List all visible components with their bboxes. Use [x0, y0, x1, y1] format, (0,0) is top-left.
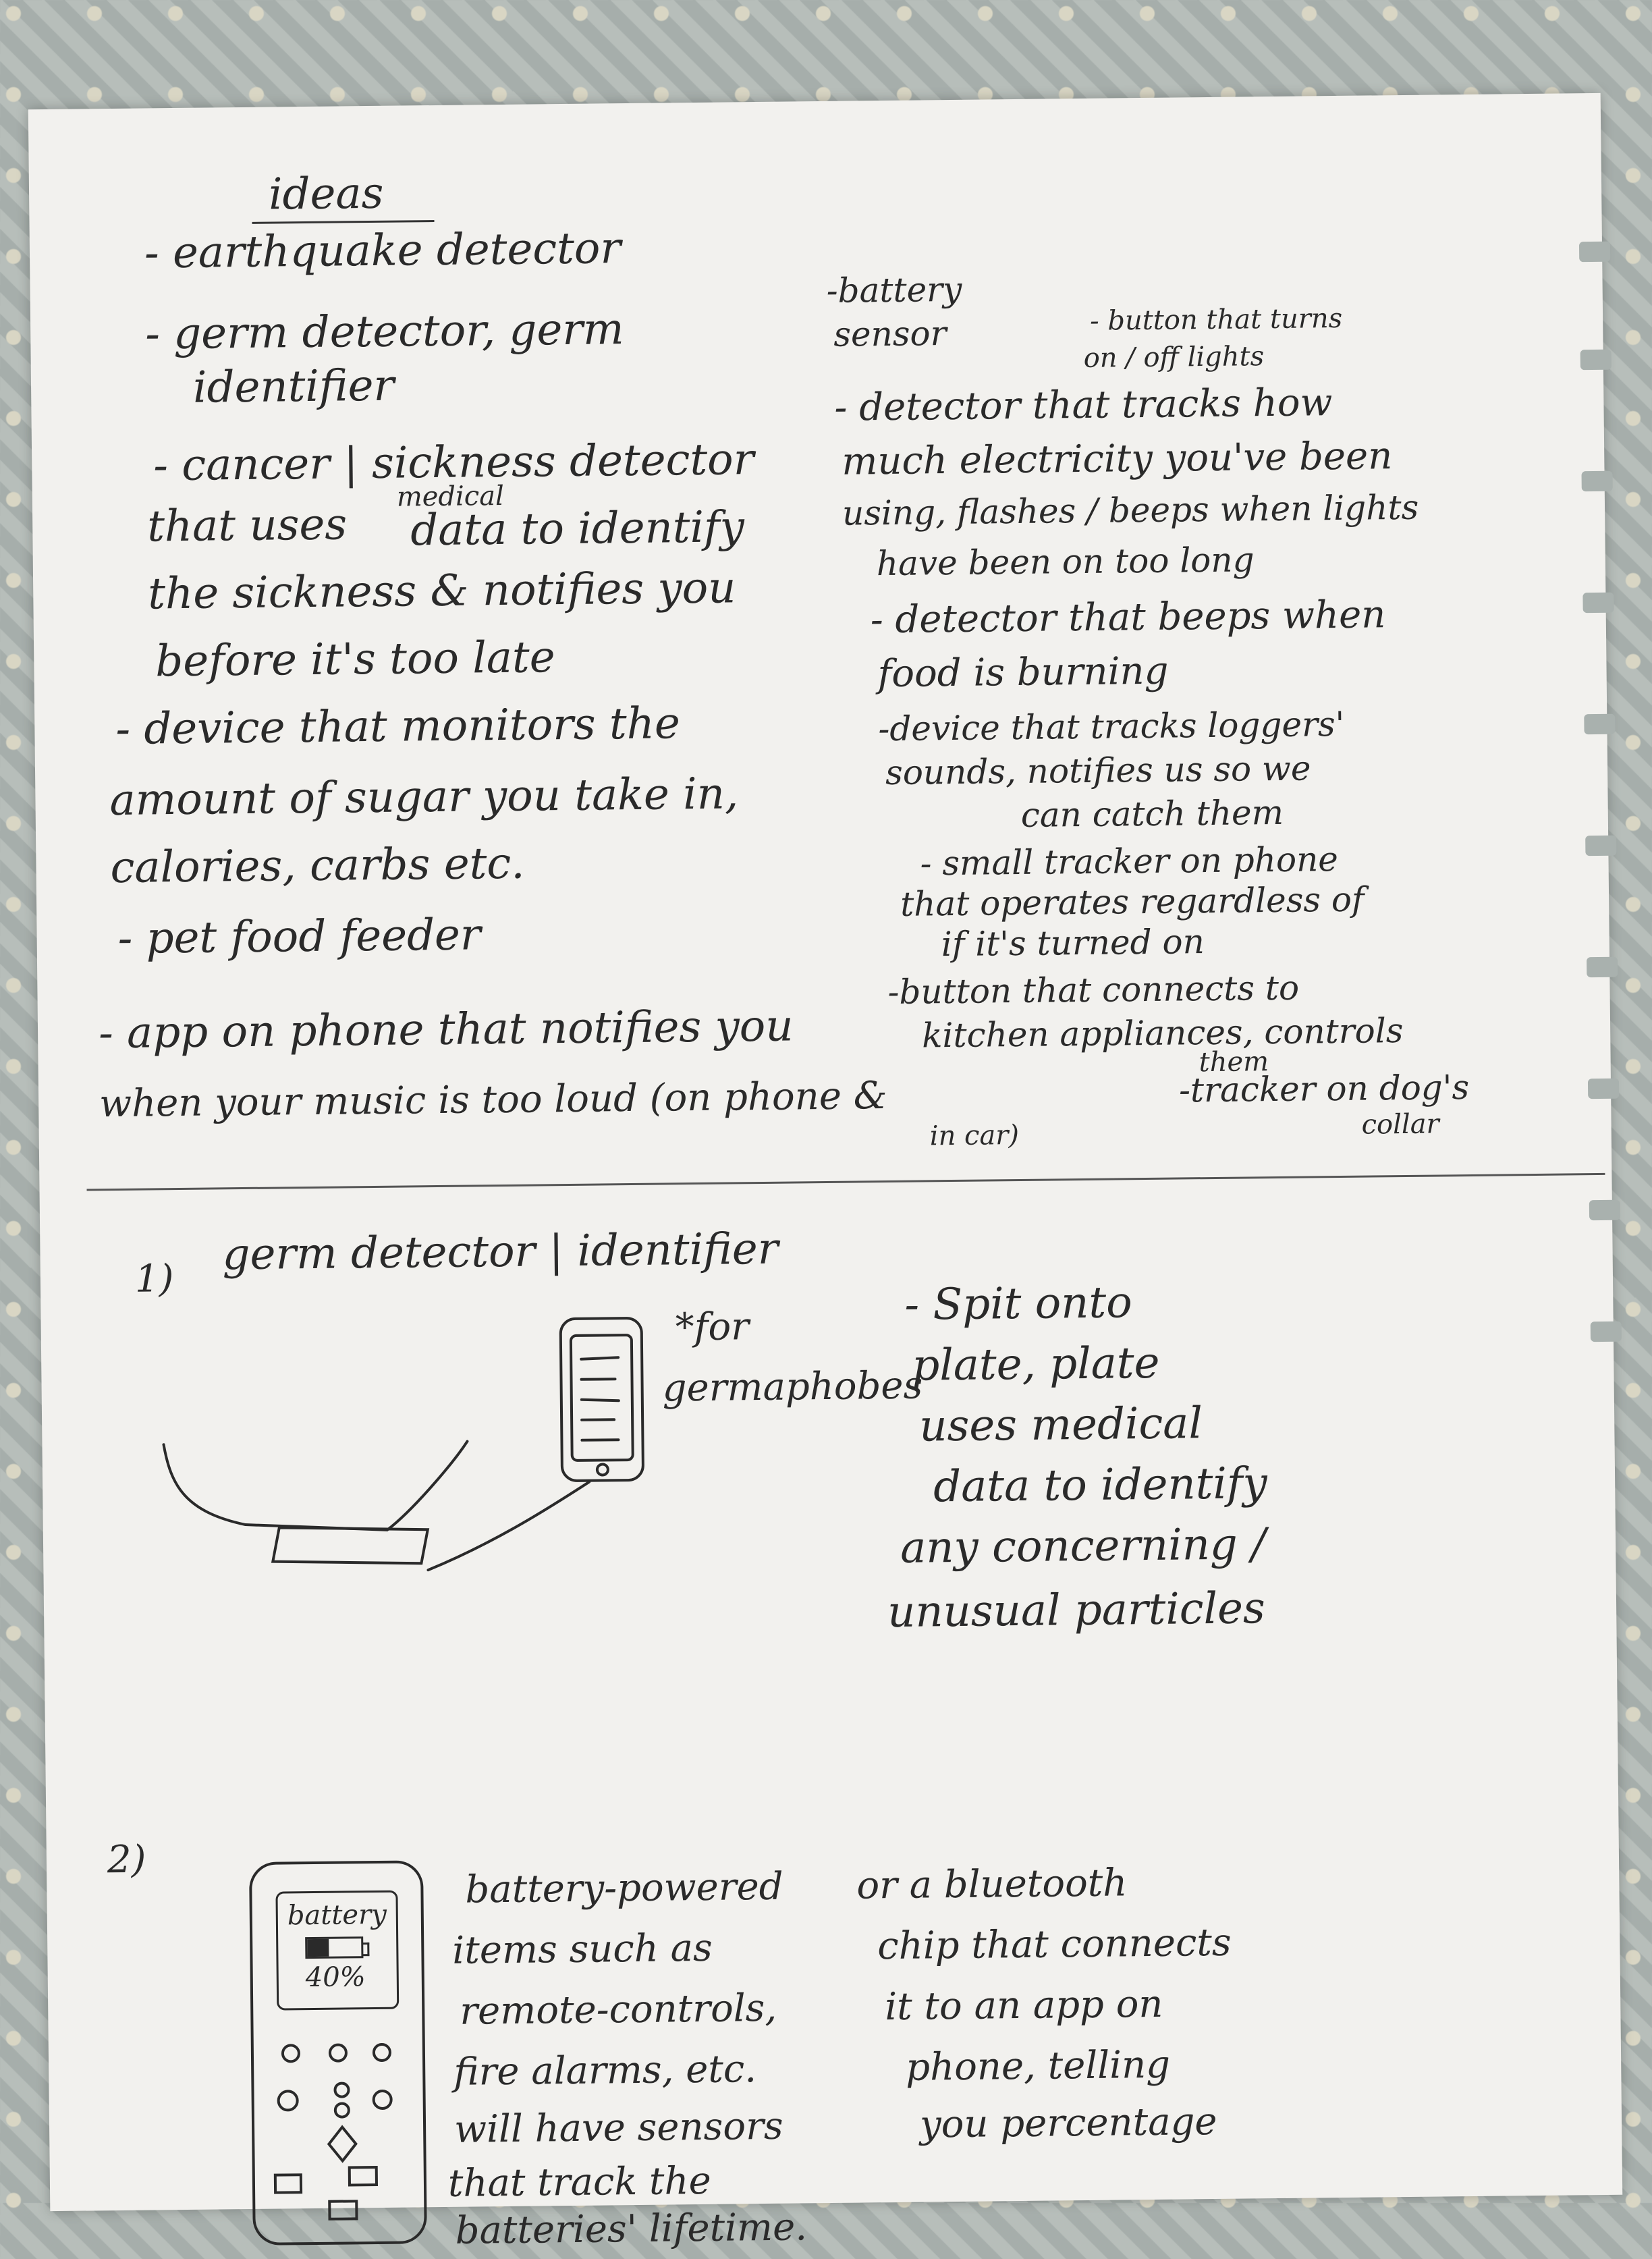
idea-music-app-l3: in car)	[929, 1119, 1020, 1152]
idea-music-app: - app on phone that notifies you	[98, 1001, 794, 1059]
idea-germ-cont: identifier	[192, 360, 395, 413]
idea-electricity-l2: much electricity you've been	[841, 434, 1393, 484]
heading: ideas	[268, 168, 384, 220]
idea-loggers-l2: sounds, notifies us so we	[885, 749, 1311, 793]
notebook-page: ideas - earthquake detector - germ detec…	[28, 92, 1623, 2253]
idea-cancer-l4: before it's too late	[155, 632, 555, 687]
idea-electricity-l4: have been on too long	[876, 540, 1255, 584]
idea1-desc-2: plate, plate	[911, 1338, 1160, 1391]
idea1-desc-1: - Spit onto	[904, 1278, 1133, 1330]
idea-music-app-l2: when your music is too loud (on phone &	[99, 1074, 887, 1126]
idea-food-burning-l2: food is burning	[877, 649, 1169, 697]
remote-buttons	[273, 2042, 393, 2221]
idea-electricity-l3: using, flashes / beeps when lights	[842, 487, 1419, 533]
idea-food-burning: - detector that beeps when	[870, 593, 1386, 643]
idea1-desc-4: data to identify	[933, 1459, 1268, 1513]
idea2-desc-left-3: remote-controls,	[459, 1986, 777, 2034]
idea-electricity: - detector that tracks how	[834, 381, 1333, 430]
idea2-desc-left-1: battery-powered	[465, 1864, 783, 1912]
idea-germ: - germ detector, germ	[144, 304, 624, 360]
idea2-desc-right-2: chip that connects	[877, 1920, 1232, 1969]
idea-loggers-l3: can catch them	[1020, 792, 1284, 835]
idea2-desc-right-4: phone, telling	[905, 2042, 1171, 2090]
idea-phone-tracker: - small tracker on phone	[920, 840, 1339, 883]
idea1-title: germ detector | identifier	[222, 1224, 779, 1280]
idea-earthquake: - earthquake detector	[144, 223, 622, 279]
idea2-desc-left-7: batteries' lifetime.	[455, 2205, 808, 2253]
remote-battery-label: battery	[287, 1899, 387, 1932]
idea-cancer-l3: the sickness & notifies you	[147, 563, 736, 620]
idea-sugar-l2: amount of sugar you take in,	[109, 769, 739, 826]
idea-kitchen-button-l2: kitchen appliances, controls	[921, 1011, 1404, 1056]
remote-battery-percent: 40%	[305, 1961, 366, 1994]
idea2-desc-left-4: fire alarms, etc.	[453, 2047, 757, 2094]
germ-detector-sketch	[162, 1317, 644, 1572]
idea-phone-tracker-l2: that operates regardless of	[900, 879, 1365, 924]
idea-phone-tracker-l3: if it's turned on	[941, 922, 1205, 964]
idea1-note: *for	[675, 1305, 750, 1350]
idea2-desc-right-5: you percentage	[919, 2100, 1217, 2147]
idea2-desc-left-5: will have sensors	[453, 2104, 783, 2152]
idea2-desc-right-3: it to an app on	[884, 1982, 1163, 2030]
idea-pet-feeder: - pet food feeder	[117, 910, 481, 964]
idea-dog-tracker: -tracker on dog's	[1178, 1068, 1470, 1110]
idea-kitchen-button: -button that connects to	[887, 968, 1300, 1012]
battery-icon	[305, 1936, 370, 1959]
idea2-desc-right-1: or a bluetooth	[856, 1861, 1128, 1908]
idea-loggers: -device that tracks loggers'	[878, 704, 1345, 749]
idea-sugar-l3: calories, carbs etc.	[110, 838, 525, 894]
idea1-note2: germaphobes	[662, 1363, 923, 1411]
section-divider	[86, 1172, 1605, 1191]
idea-battery-sensor: -battery	[826, 269, 962, 310]
remote-screen: battery 40%	[275, 1890, 400, 2011]
idea-light-button: - button that turns	[1089, 302, 1343, 337]
idea2-desc-left-6: that track the	[447, 2158, 712, 2206]
remote-sketch: battery 40%	[248, 1860, 427, 2246]
idea2-number: 2)	[107, 1837, 146, 1882]
idea-cancer-l2a: that uses	[146, 499, 348, 552]
idea-light-button-l2: on / off lights	[1083, 341, 1265, 374]
idea-sugar: - device that monitors the	[115, 699, 681, 755]
idea1-desc-5: any concerning /	[900, 1519, 1267, 1573]
idea1-desc-6: unusual particles	[887, 1583, 1266, 1638]
idea1-number: 1)	[134, 1257, 174, 1301]
idea2-desc-left-2: items such as	[452, 1926, 713, 1973]
idea-cancer-l2b: data to identify	[410, 502, 745, 556]
idea1-desc-3: uses medical	[918, 1398, 1203, 1452]
idea-battery-sensor-l2: sensor	[833, 314, 947, 354]
battery-fill	[307, 1938, 329, 1957]
idea-dog-tracker-l2: collar	[1361, 1108, 1439, 1141]
